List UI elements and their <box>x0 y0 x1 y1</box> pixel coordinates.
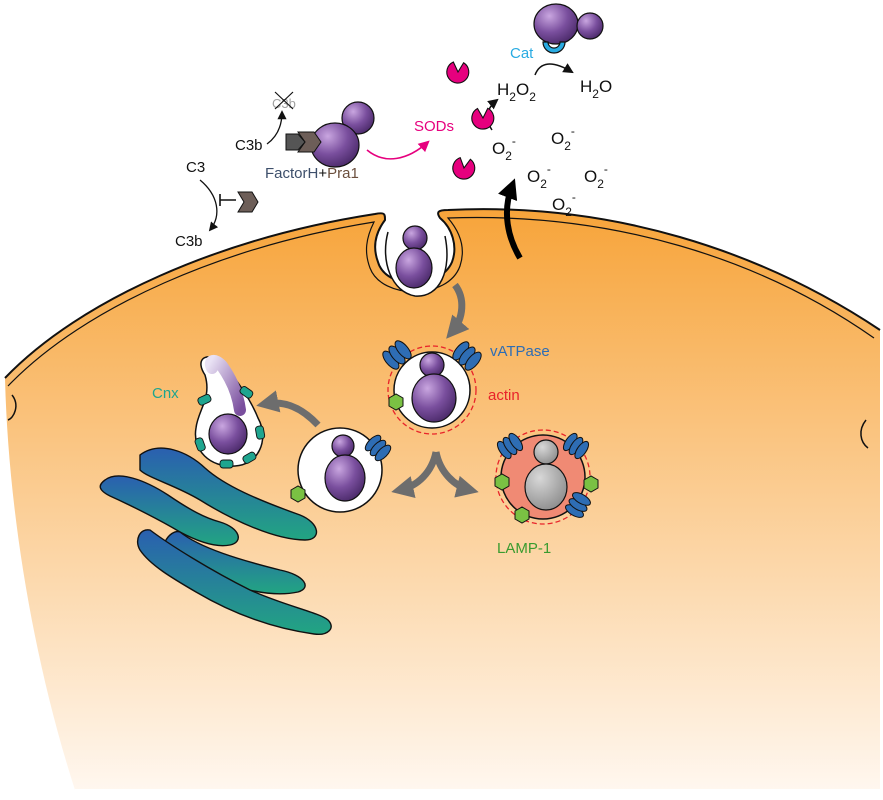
maturation-arrow-right <box>432 451 479 498</box>
label-cat: Cat <box>510 45 534 62</box>
calnexin-icon <box>239 386 254 399</box>
c3b-binding-arrow <box>266 110 287 145</box>
label-vatpase: vATPase <box>490 343 550 360</box>
macrophage-edge-right <box>860 419 869 449</box>
phagosome-left <box>297 427 383 513</box>
label-c3b-bottom: C3b <box>175 233 203 250</box>
label-h2o: H2O <box>580 77 612 101</box>
c3-conversion-arrow <box>199 179 219 232</box>
early-phagosome <box>387 345 477 435</box>
calnexin-icon <box>194 437 206 452</box>
label-c3b-left: C3b <box>235 137 263 154</box>
macrophage-edge-left <box>7 394 17 421</box>
label-superoxide: O2- <box>551 124 575 153</box>
internalization-arrow <box>446 282 470 339</box>
lamp1-icon <box>388 393 404 411</box>
catalase-reaction-arrow <box>534 63 574 76</box>
label-factorh-pra1: FactorH+Pra1 <box>265 165 359 182</box>
phagocytic-cup <box>384 225 448 297</box>
lamp1-icon <box>290 485 306 503</box>
label-superoxide: O2- <box>492 134 516 163</box>
calnexin-icon <box>255 425 266 440</box>
sod-icon <box>446 61 470 84</box>
macrophage-cytoplasm <box>5 209 880 790</box>
factorh-receptor-icon <box>285 133 306 151</box>
sod-icon <box>471 107 495 130</box>
sod-icon <box>452 156 476 180</box>
pra1-receptor-icon <box>237 191 259 213</box>
label-c3: C3 <box>186 159 205 176</box>
calnexin-icon <box>242 451 257 464</box>
calnexin-icon <box>219 459 234 469</box>
vatpase-icon <box>364 434 392 462</box>
endoplasmic-reticulum <box>99 447 332 635</box>
vatpase-icon <box>562 432 590 460</box>
cnx-vacuole <box>194 355 264 467</box>
vatpase-icon <box>452 341 482 371</box>
catalase-icon <box>542 41 566 54</box>
label-superoxide: O2- <box>527 162 551 191</box>
inhibition-bar-icon <box>219 194 236 206</box>
lamp1-icon <box>583 475 599 493</box>
vatpase-icon <box>565 492 591 518</box>
vatpase-icon <box>382 340 412 370</box>
label-superoxide: O2- <box>552 190 576 219</box>
label-lamp1: LAMP-1 <box>497 540 551 557</box>
calnexin-icon <box>197 393 212 406</box>
label-actin: actin <box>488 387 520 404</box>
oxidative-burst-arrow <box>498 178 523 260</box>
extracellular-fungus-top <box>533 3 604 45</box>
cross-mark-icon <box>274 91 294 110</box>
lamp1-icon <box>494 473 510 491</box>
er-fusion-arrow <box>256 390 321 428</box>
lamp1-icon <box>514 506 530 524</box>
label-h2o2: H2O2 <box>497 80 536 104</box>
label-c3b-crossed: C3b <box>272 96 296 111</box>
label-cnx: Cnx <box>152 385 179 402</box>
label-superoxide: O2- <box>584 162 608 191</box>
sods-secretion-arrow <box>366 140 430 160</box>
extracellular-fungus-left <box>310 101 375 168</box>
vatpase-icon <box>496 432 524 460</box>
label-sods: SODs <box>414 118 454 135</box>
